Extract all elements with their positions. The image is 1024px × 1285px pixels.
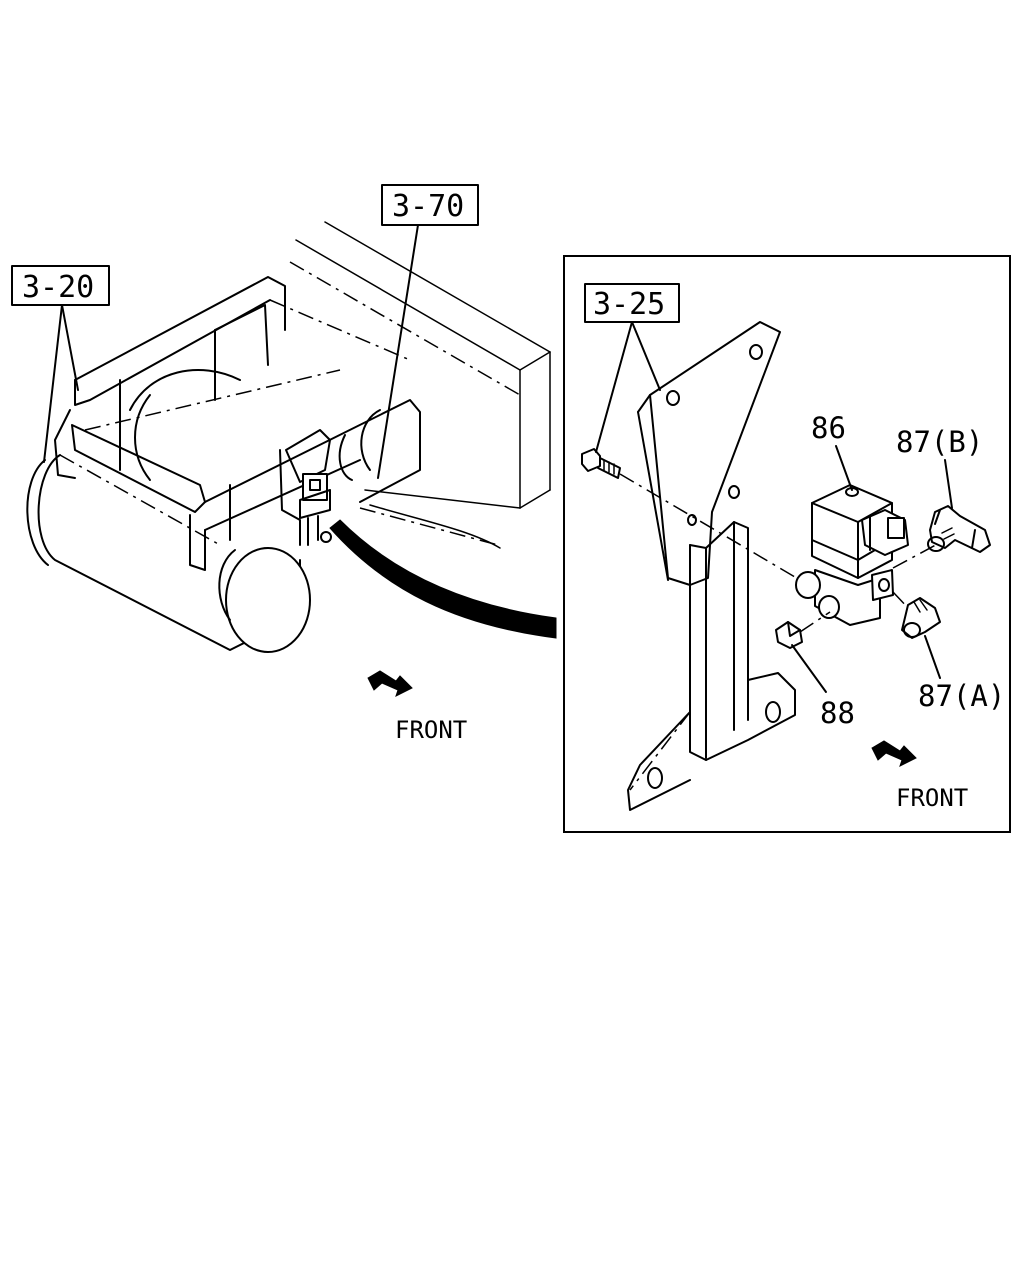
callout-3-25: 3-25 xyxy=(584,283,680,453)
plug-88 xyxy=(775,611,831,649)
front-arrow-icon xyxy=(871,740,917,767)
part-label-88: 88 xyxy=(820,696,855,730)
front-label-main: FRONT xyxy=(395,716,467,744)
tee-fitting-87b xyxy=(927,505,991,553)
front-arrow-icon xyxy=(367,670,413,697)
callout-3-70: 3-70 xyxy=(377,184,479,479)
callout-3-70-box xyxy=(381,184,479,226)
detail-connector-sweep xyxy=(329,519,557,639)
detail-view: 3-25 86 87(B) 87(A) 88 FRONT xyxy=(581,283,1005,812)
solenoid-valve-86 xyxy=(795,484,946,626)
air-tank-assembly xyxy=(26,276,421,653)
callout-3-25-label: 3-25 xyxy=(593,287,665,322)
callout-3-25-box xyxy=(584,283,680,323)
callout-3-20-label: 3-20 xyxy=(22,270,94,305)
callout-3-20-box xyxy=(11,265,110,306)
elbow-fitting-87a xyxy=(901,597,941,639)
part-label-87a: 87(A) xyxy=(918,679,1005,713)
front-indicator-main: FRONT xyxy=(367,670,467,744)
chassis-frame-rails xyxy=(289,221,551,549)
part-label-87b: 87(B) xyxy=(896,425,983,459)
mounted-solenoid-valve xyxy=(285,429,332,546)
front-indicator-detail: FRONT xyxy=(871,740,968,812)
vertical-channel xyxy=(627,521,796,811)
part-label-86: 86 xyxy=(811,411,846,445)
mounting-bolt xyxy=(581,448,801,581)
callout-3-70-label: 3-70 xyxy=(392,189,464,224)
front-label-detail: FRONT xyxy=(896,784,968,812)
callout-3-20: 3-20 xyxy=(11,265,110,463)
